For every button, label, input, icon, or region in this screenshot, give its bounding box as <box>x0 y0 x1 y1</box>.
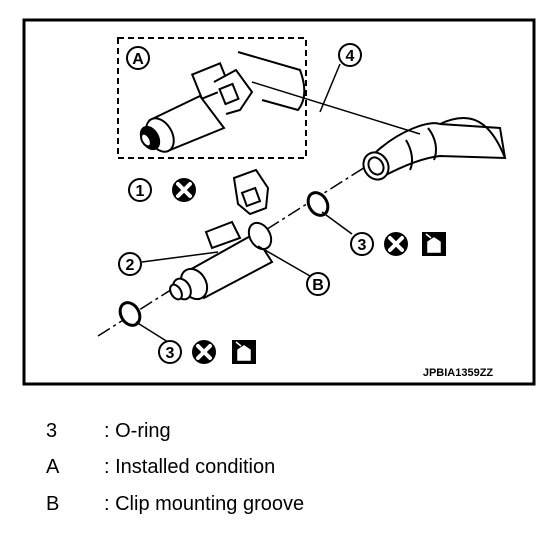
o-ring-upper <box>306 191 330 217</box>
leader-2 <box>141 251 219 263</box>
svg-text:A: A <box>132 51 144 68</box>
injector-assembly-diagram: A 4 1 2 3 B 3 <box>22 18 536 386</box>
svg-text:3: 3 <box>166 345 175 362</box>
leader-3-upper <box>321 211 353 235</box>
leader-4 <box>319 63 341 113</box>
fuel-tube-arm <box>237 51 306 112</box>
callout-2: 2 <box>118 252 142 276</box>
legend-key: A <box>46 456 60 478</box>
callout-3-upper: 3 <box>350 232 374 256</box>
callout-a: A <box>126 46 150 70</box>
legend-text: : Clip mounting groove <box>104 493 305 515</box>
apply-oil-icon <box>422 232 446 256</box>
apply-oil-icon <box>232 340 256 364</box>
fuel-injector <box>169 220 274 301</box>
svg-text:4: 4 <box>346 48 355 65</box>
svg-text:3: 3 <box>358 237 367 254</box>
legend-text: : O-ring <box>104 420 171 442</box>
fuel-tube <box>362 116 507 181</box>
svg-text:2: 2 <box>126 257 135 274</box>
do-not-reuse-icon <box>192 340 216 364</box>
svg-text:B: B <box>312 277 324 294</box>
leader-4-tube <box>251 81 421 135</box>
legend-text: : Installed condition <box>104 456 276 478</box>
installed-condition-inset <box>117 37 307 159</box>
leader-3-lower <box>135 321 169 343</box>
o-ring-lower <box>118 301 142 327</box>
leader-b <box>257 245 311 277</box>
callout-4: 4 <box>338 43 362 67</box>
legend-key: 3 <box>46 420 58 442</box>
callout-b: B <box>306 272 330 296</box>
do-not-reuse-icon <box>172 178 196 202</box>
injector-clip <box>232 168 270 216</box>
legend-key: B <box>46 493 60 515</box>
figure-reference-code: JPBIA1359ZZ <box>423 367 494 379</box>
svg-text:1: 1 <box>136 183 145 200</box>
callout-1: 1 <box>128 178 152 202</box>
do-not-reuse-icon <box>384 232 408 256</box>
inset-injector <box>139 62 254 153</box>
diagram-frame <box>22 18 536 386</box>
callout-3-lower: 3 <box>158 340 182 364</box>
